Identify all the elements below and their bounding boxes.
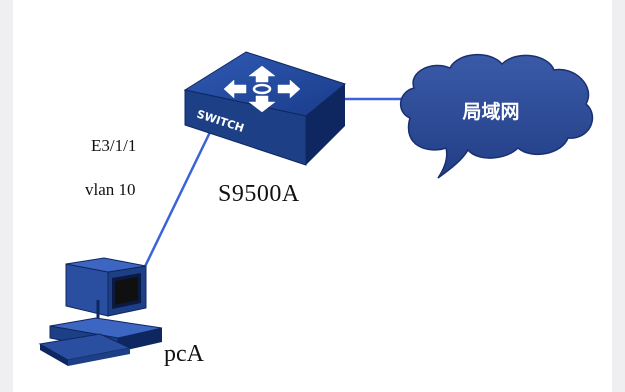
network-switch-icon: SWITCH	[183, 51, 347, 166]
diagram-canvas: SWITCH	[13, 0, 612, 392]
cloud-icon	[400, 53, 594, 179]
lan-label: 局域网	[462, 101, 520, 123]
desktop-computer-icon	[38, 257, 163, 366]
vlan-label: vlan 10	[85, 180, 136, 199]
pc-name-label: pcA	[164, 341, 204, 367]
link-pc-switch	[135, 127, 214, 284]
switch-name-label: S9500A	[218, 181, 300, 207]
port-label: E3/1/1	[91, 136, 137, 155]
network-topology: SWITCH	[38, 51, 594, 366]
